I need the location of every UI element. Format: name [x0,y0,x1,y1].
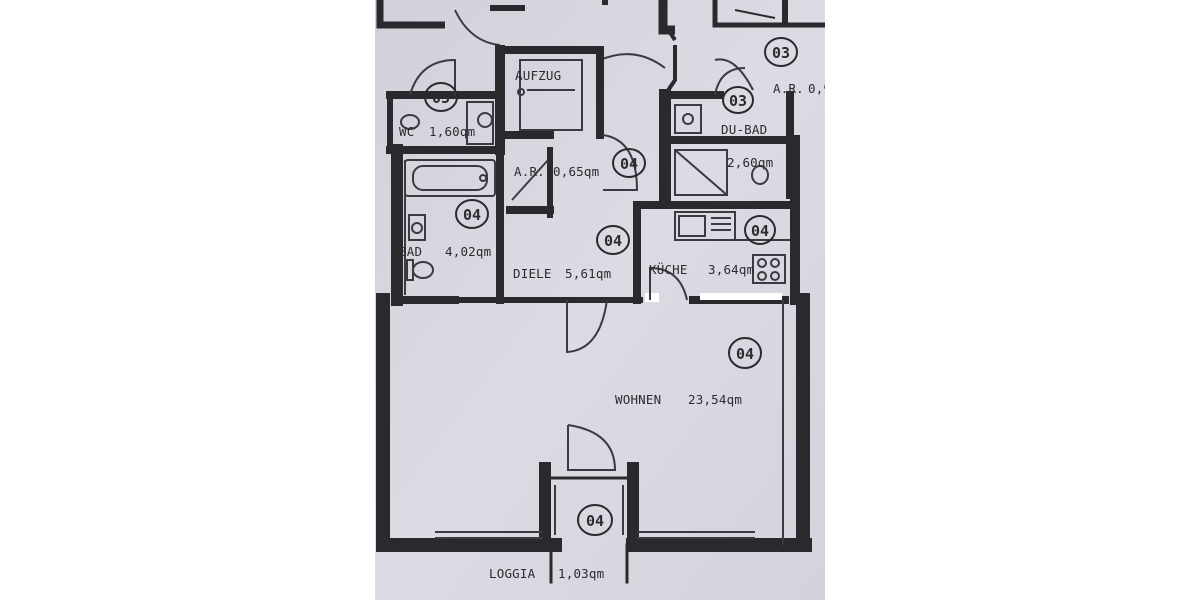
door-swing [714,58,754,91]
sink-icon [674,104,702,134]
room-name-ar03: A.R. [773,81,804,96]
unit-marker [455,199,489,229]
doors [409,58,746,471]
unit-marker [596,225,630,255]
door-swing [599,53,666,69]
room-area-kueche: 3,64qm [708,262,754,277]
room-area-wohnen: 23,54qm [688,392,742,407]
neighbour-walls [376,0,825,97]
unit-marker [612,148,646,178]
unit-marker [424,82,458,112]
unit-marker [728,337,762,369]
room-name-wc: WC [399,124,414,139]
unit-number: 04 [463,206,481,224]
floor-plan: 05 03 03 04 04 04 04 04 04 WOHNEN 23,54q… [375,0,825,600]
unit-marker [577,504,613,536]
unit-number: 04 [620,155,638,173]
room-area-ar03: 0,9 [808,81,825,96]
sink-icon [466,101,494,145]
stove-icon [752,254,786,284]
toilet-icon [400,114,420,130]
shower-icon [674,149,728,196]
room-name-dubad: DU-BAD [721,122,767,137]
room-name-bad: BAD [399,244,422,259]
room-area-abstell: 0,65qm [553,164,599,179]
unit-marker-labels: 05 03 03 04 04 04 04 04 04 [432,44,790,530]
room-area-dubad: 2,60qm [727,155,773,170]
unit-number: 05 [432,89,450,107]
room-name-wohnen: WOHNEN [615,392,661,407]
unit-marker [722,86,754,114]
room-area-loggia: 1,03qm [558,566,604,581]
sink-icon [408,214,426,241]
room-name-kueche: KÜCHE [649,261,688,277]
door-swing [454,9,501,46]
bathtub-icon [404,159,496,197]
unit-marker [764,37,798,67]
room-area-wc: 1,60qm [429,124,475,139]
room-area-bad: 4,02qm [445,244,491,259]
unit-number: 04 [736,345,754,363]
room-name-loggia: LOGGIA [489,566,536,581]
wall-gap [700,293,782,300]
wall-gap [645,293,659,302]
unit-number: 03 [729,92,747,110]
unit-number: 04 [604,232,622,250]
unit-number: 04 [751,222,769,240]
unit-marker [744,215,776,245]
room-name-diele: DIELE [513,266,552,281]
room-name-aufzug: AUFZUG [515,68,561,83]
toilet-icon [751,165,769,185]
floor-plan-photo: 05 03 03 04 04 04 04 04 04 WOHNEN 23,54q… [375,0,825,600]
room-area-diele: 5,61qm [565,266,611,281]
unit-markers [424,37,798,536]
unit-number: 03 [772,44,790,62]
room-name-abstell: A.R. [514,164,545,179]
unit-number: 04 [586,512,604,530]
room-labels: WOHNEN 23,54qm DIELE 5,61qm KÜCHE 3,64qm… [399,68,825,581]
